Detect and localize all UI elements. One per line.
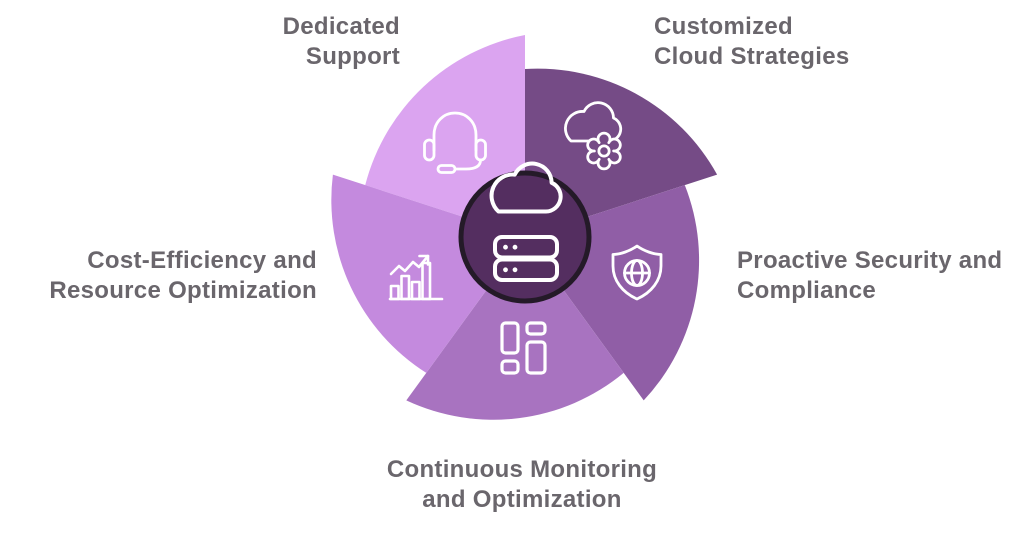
label-line: Resource Optimization xyxy=(49,277,317,304)
dashboard-icon xyxy=(500,321,547,375)
label-line: Support xyxy=(305,43,400,70)
label-line: Cloud Strategies xyxy=(654,43,850,70)
label-dedicated-support: Dedicated Support xyxy=(283,12,400,72)
label-line: and Optimization xyxy=(422,486,622,513)
cloud-server-icon xyxy=(489,161,563,282)
label-continuous-monitoring: Continuous Monitoring and Optimization xyxy=(322,455,722,515)
label-line: Customized xyxy=(654,13,794,40)
headset-icon xyxy=(423,111,487,174)
segment-continuous-monitoring xyxy=(406,237,624,420)
label-line: Proactive Security and xyxy=(737,247,1003,274)
label-line: Cost-Efficiency and xyxy=(87,247,317,274)
shield-globe-icon xyxy=(611,244,663,301)
label-customized-cloud-strategies: Customized Cloud Strategies xyxy=(654,12,850,72)
label-line: Continuous Monitoring xyxy=(386,456,658,483)
bar-chart-icon xyxy=(388,254,444,301)
label-cost-efficiency: Cost-Efficiency and Resource Optimizatio… xyxy=(49,246,317,306)
label-line: Compliance xyxy=(737,277,877,304)
cloud-gear-icon xyxy=(564,101,623,171)
label-line: Dedicated xyxy=(282,13,400,40)
label-proactive-security: Proactive Security and Compliance xyxy=(737,246,1002,306)
